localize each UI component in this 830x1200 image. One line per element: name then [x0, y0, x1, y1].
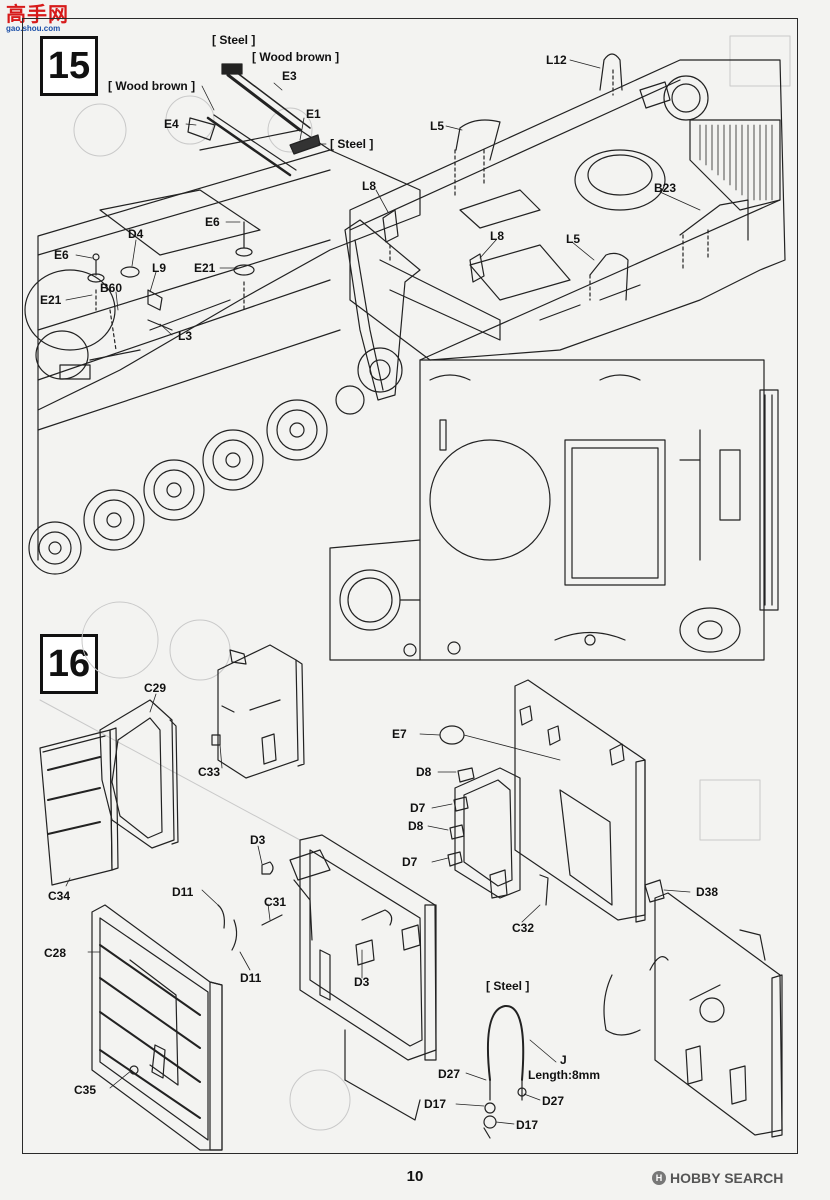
label-d17-b: D17: [516, 1118, 538, 1132]
hobby-search-watermark: H HOBBY SEARCH: [652, 1170, 783, 1186]
rear-door-frame: [344, 219, 501, 401]
label-l3: L3: [178, 329, 192, 343]
label-d27-b: D27: [542, 1094, 564, 1108]
site-watermark-logo: 高手网 gao.shou.com: [6, 4, 76, 34]
faded-previous-step-artwork: [39, 35, 791, 1131]
label-d27-a: D27: [438, 1067, 460, 1081]
label-d11-a: D11: [172, 885, 194, 899]
label-e21-a: E21: [40, 293, 62, 307]
step-15-part-labels: [ Steel ] [ Wood brown ] E3 [ Wood brown…: [40, 33, 676, 343]
label-steel: [ Steel ]: [486, 979, 529, 993]
label-l5-a: L5: [430, 119, 444, 133]
label-b60: B60: [100, 281, 122, 295]
label-l5-b: L5: [566, 232, 580, 246]
hobby-search-text: HOBBY SEARCH: [670, 1170, 784, 1186]
page-number: 10: [406, 1168, 424, 1185]
label-e3: E3: [282, 69, 297, 83]
hull-deck-right: [349, 59, 786, 361]
step-15-leader-lines: [65, 59, 701, 336]
label-d17-a: D17: [424, 1097, 446, 1111]
label-wood-brown-2: [ Wood brown ]: [108, 79, 195, 93]
step-15-number: 15: [47, 44, 91, 87]
label-j: J: [560, 1053, 567, 1067]
label-d7-a: D7: [410, 801, 426, 815]
watermark-url: gao.shou.com: [6, 24, 61, 33]
label-c33: C33: [198, 765, 220, 779]
label-d38: D38: [696, 885, 718, 899]
watermark-text: 高手网: [6, 2, 69, 26]
hobby-search-logo-icon: H: [652, 1171, 666, 1185]
label-e7: E7: [392, 727, 407, 741]
steel-cable-j: [483, 1004, 527, 1139]
grab-handles: [382, 53, 749, 301]
label-c35: C35: [74, 1083, 96, 1097]
label-c32: C32: [512, 921, 534, 935]
interior-inset-view: [329, 359, 779, 661]
label-steel-2: [ Steel ]: [330, 137, 373, 151]
label-e6-b: E6: [205, 215, 220, 229]
rear-door-assembly-right: [603, 879, 783, 1138]
label-c34: C34: [48, 889, 70, 903]
step-15-badge: 15: [40, 36, 98, 96]
step-16-badge: 16: [40, 634, 98, 694]
label-l8-b: L8: [490, 229, 504, 243]
label-wood-brown-1: [ Wood brown ]: [252, 50, 339, 64]
part-c34-plate: [39, 727, 119, 886]
strap-rails: [187, 63, 321, 177]
label-d4: D4: [128, 227, 144, 241]
road-wheels: [28, 347, 403, 575]
label-length: Length:8mm: [528, 1068, 600, 1082]
label-d8-a: D8: [416, 765, 432, 779]
label-d11-b: D11: [240, 971, 262, 985]
label-c29: C29: [144, 681, 166, 695]
hull-deck-left: [24, 129, 421, 561]
label-d3-a: D3: [250, 833, 266, 847]
label-e4: E4: [164, 117, 179, 131]
page-frame: [22, 18, 798, 1154]
label-l9: L9: [152, 261, 166, 275]
label-c28: C28: [44, 946, 66, 960]
label-c31: C31: [264, 895, 286, 909]
label-steel-1: [ Steel ]: [212, 33, 255, 47]
label-d7-b: D7: [402, 855, 418, 869]
step-16-leader-lines: [65, 693, 691, 1125]
label-l8-a: L8: [362, 179, 376, 193]
antenna-bases: [87, 221, 255, 351]
part-c29-frame: [99, 699, 179, 849]
step-16-part-labels: C29 C33 C34 C28 C35 D3 D3 D11 D11 C31 E7…: [44, 681, 718, 1132]
label-d8-b: D8: [408, 819, 424, 833]
label-e6-a: E6: [54, 248, 69, 262]
part-c33-panel: [211, 644, 305, 779]
label-e1: E1: [306, 107, 321, 121]
label-d3-b: D3: [354, 975, 370, 989]
rear-door-assembly-middle: [439, 679, 646, 923]
label-e21-b: E21: [194, 261, 216, 275]
label-b23: B23: [654, 181, 676, 195]
label-l12: L12: [546, 53, 567, 67]
part-c28-door: [91, 904, 223, 1151]
rear-door-assembly-left: [217, 834, 437, 1121]
